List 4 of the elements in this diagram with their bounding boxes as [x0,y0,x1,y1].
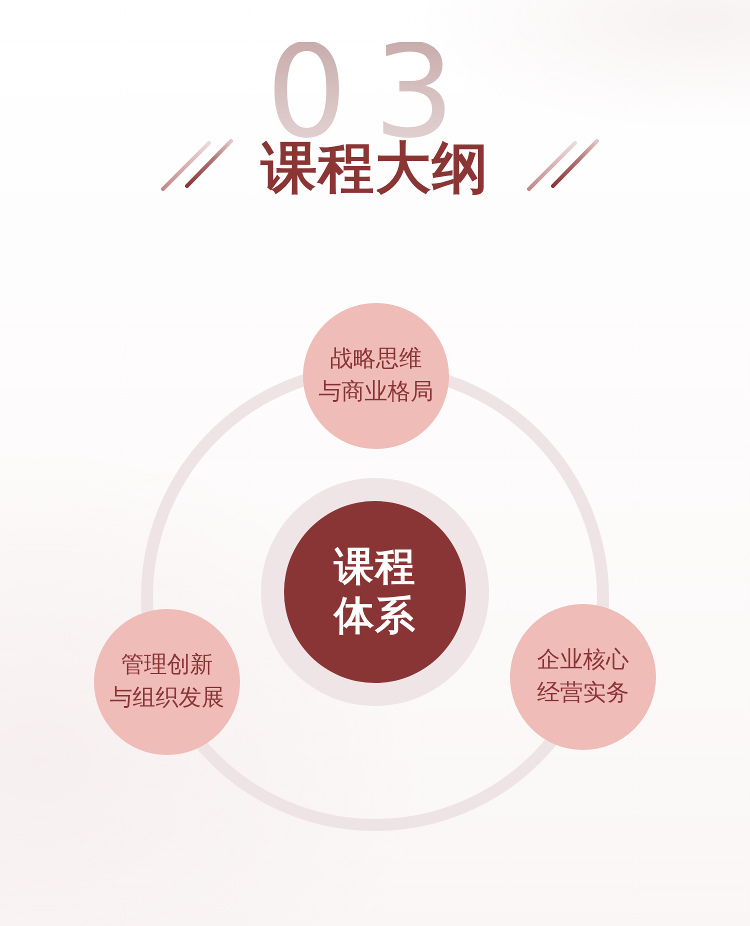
topic-label: 管理创新与组织发展 [110,651,224,713]
topic-label: 战略思维与商业格局 [318,345,434,407]
core-label: 课程体系 [334,543,416,641]
topic-label: 企业核心经营实务 [537,646,629,708]
